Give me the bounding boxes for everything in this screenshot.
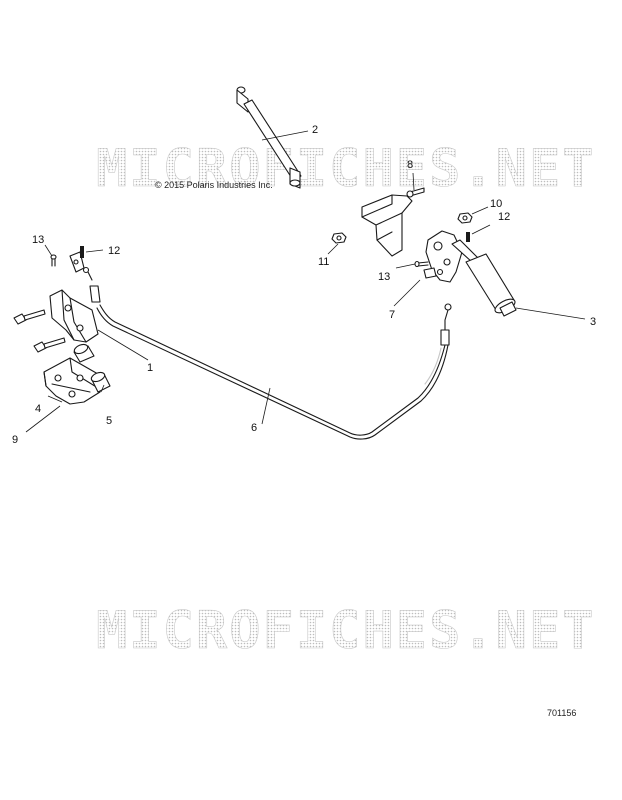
part-11-nut — [331, 232, 347, 244]
watermark-top: MICROFICHES.NET — [96, 139, 596, 199]
part-13-pin-left — [50, 254, 57, 267]
bolt-left-lower — [33, 337, 66, 353]
part-8-bracket — [361, 187, 425, 257]
callout-3: 3 — [590, 316, 596, 328]
part-2-rod — [236, 86, 302, 189]
part-6-cable — [96, 304, 449, 440]
callout-12-right: 12 — [498, 211, 510, 223]
part-10-nut — [457, 212, 473, 224]
watermark-bottom: MICROFICHES.NET — [96, 601, 596, 661]
callout-10: 10 — [490, 198, 502, 210]
callout-13-right: 13 — [378, 271, 390, 283]
callout-8: 8 — [407, 159, 413, 171]
part-1-bracket — [49, 289, 99, 343]
part-4-plate — [43, 357, 101, 405]
part-12-cotter-right — [466, 232, 470, 242]
callout-9: 9 — [12, 434, 18, 446]
callout-12-left: 12 — [108, 245, 120, 257]
part-3-handle — [465, 253, 517, 317]
callout-labels: 1 2 3 4 5 6 7 8 9 10 11 12 12 13 13 — [12, 124, 596, 446]
callout-6: 6 — [251, 422, 257, 434]
drawing-id: 701156 — [547, 708, 576, 718]
cable-end-right — [440, 303, 452, 346]
callout-4: 4 — [35, 403, 41, 415]
callout-1: 1 — [147, 362, 153, 374]
cable-end-left — [69, 251, 101, 303]
spacer-upper — [73, 343, 95, 363]
part-5-spacer — [90, 371, 111, 393]
leader-lines — [25, 130, 586, 433]
copyright-text: © 2015 Polaris Industries Inc. — [155, 180, 273, 190]
callout-5: 5 — [106, 415, 112, 427]
callout-7: 7 — [389, 309, 395, 321]
part-7-lever-mount — [423, 230, 481, 283]
bolt-left-upper — [13, 309, 46, 325]
callout-13-left: 13 — [32, 234, 44, 246]
part-13-pin-right — [414, 260, 429, 268]
callout-2: 2 — [312, 124, 318, 136]
part-12-cotter-left — [80, 246, 84, 258]
callout-11: 11 — [318, 256, 329, 268]
